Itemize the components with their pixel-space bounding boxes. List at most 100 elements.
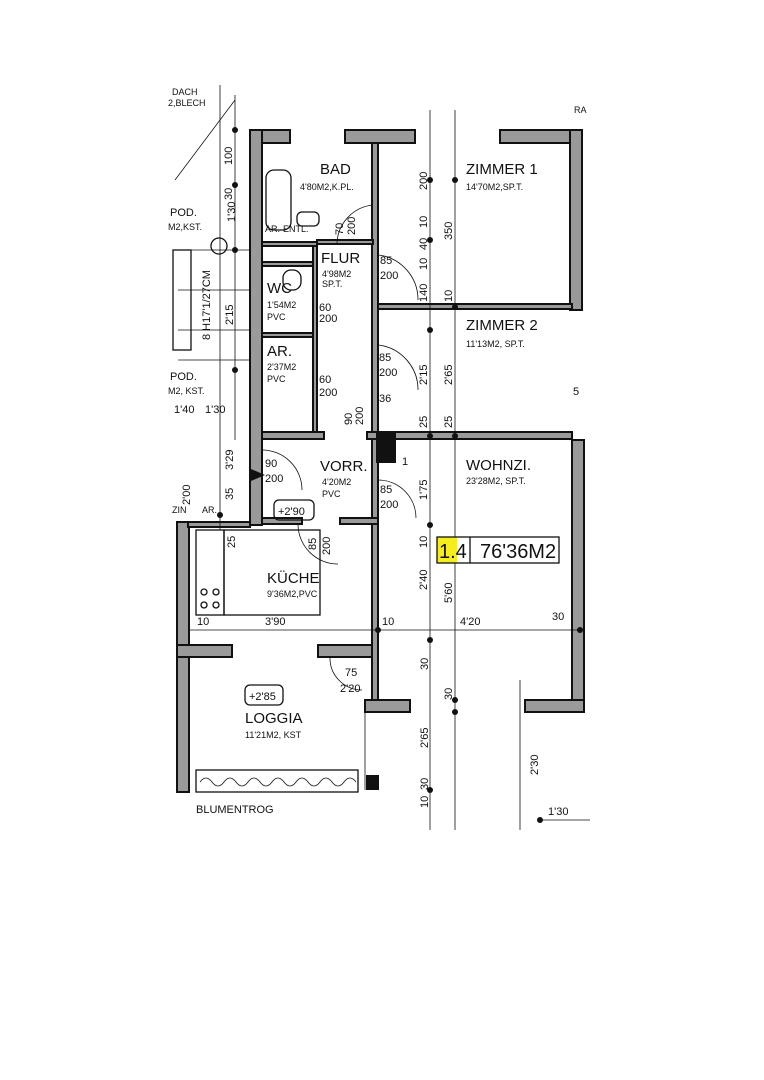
dimension-label: 10 — [418, 216, 430, 228]
dimension-label: 1 — [402, 456, 408, 468]
wall — [176, 644, 233, 658]
dimension-label: 35 — [224, 488, 236, 500]
dimension-label: 200 — [321, 537, 333, 555]
dimension-label: 1'30 — [548, 806, 568, 818]
label-stair: 8 H17'1/27CM — [201, 270, 213, 340]
wall — [316, 239, 374, 245]
entrance-arrow-icon — [251, 469, 265, 481]
dimension-label: 3'90 — [265, 616, 285, 628]
room-floor-ar: PVC — [267, 374, 286, 384]
wall — [261, 431, 325, 440]
dimension-label: 2'30 — [529, 755, 541, 775]
dimension-label: 140 — [418, 284, 430, 302]
room-name-zimmer1: ZIMMER 1 — [466, 161, 538, 178]
dimension-label: 3'29 — [224, 450, 236, 470]
kitchen-area — [223, 529, 321, 616]
dimension-label: 10 — [382, 616, 394, 628]
kitchen-counter — [195, 529, 225, 616]
wall — [371, 142, 379, 701]
room-area-ar: 2'37M2 — [267, 362, 296, 372]
room-floor-wc: PVC — [267, 312, 286, 322]
dimension-label: 10 — [418, 258, 430, 270]
dimension-label: 200 — [319, 313, 337, 325]
label-pod2: POD. — [170, 371, 197, 383]
wall — [339, 517, 379, 525]
dimension-label: 2'00 — [181, 485, 193, 505]
dimension-label: 100 — [223, 147, 235, 165]
planter — [195, 769, 359, 793]
dimension-label: 2'65 — [419, 728, 431, 748]
wall — [261, 332, 318, 338]
dimension-label: 85 — [379, 352, 391, 364]
dimension-label: 30 — [552, 611, 564, 623]
wall — [187, 521, 251, 528]
dimension-label: 2'15 — [224, 305, 236, 325]
label-ar-small: AR. — [202, 505, 217, 515]
dimension-label: 200 — [379, 367, 397, 379]
unit-total-area: 76'36M2 — [480, 541, 556, 563]
wall — [261, 241, 318, 247]
dimension-label: 200 — [380, 270, 398, 282]
dimension-label: 60 — [319, 374, 331, 386]
dimension-label: 2'20 — [340, 683, 360, 695]
dimension-label: 1'30 — [226, 202, 238, 222]
dimension-label: 5 — [573, 386, 579, 398]
label-pod1-sub: M2,KST. — [168, 222, 202, 232]
column — [366, 775, 379, 790]
room-name-flur: FLUR — [321, 250, 360, 267]
label-blumentrog: BLUMENTROG — [196, 804, 274, 816]
room-name-wohnzi: WOHNZI. — [466, 457, 531, 474]
sink — [296, 211, 320, 227]
wall — [261, 261, 318, 267]
room-area-zimmer2: 11'13M2, SP.T. — [466, 339, 525, 349]
room-labels: BAD 4'80M2,K.PL. ZIMMER 1 14'70M2,SP.T. … — [245, 161, 538, 740]
room-name-wc: WC — [267, 280, 292, 297]
room-area-wohnzi: 23'28M2, SP.T. — [466, 476, 526, 486]
dimension-lines — [172, 85, 590, 830]
room-area-flur: 4'98M2 — [322, 269, 351, 279]
dimension-label: 200 — [346, 217, 358, 235]
dimension-label: 25 — [443, 416, 455, 428]
dimension-label: 30 — [223, 188, 235, 200]
dimension-label: 200 — [319, 387, 337, 399]
dimension-label: 90 — [343, 413, 355, 425]
room-area-bad: 4'80M2,K.PL. — [300, 182, 354, 192]
chimney — [376, 433, 396, 463]
dimension-label: 40 — [418, 238, 430, 250]
room-area-loggia: 11'21M2, KST — [245, 730, 302, 740]
dimension-label: 70 — [334, 223, 346, 235]
dimension-label: 30 — [443, 688, 455, 700]
label-zin: ZIN — [172, 505, 187, 515]
room-area-kueche: 9'36M2,PVC — [267, 589, 318, 599]
dimension-label: 75 — [345, 667, 357, 679]
dimension-label: 2'15 — [418, 365, 430, 385]
room-name-kueche: KÜCHE — [267, 569, 320, 587]
wall — [524, 699, 585, 713]
room-area-zimmer1: 14'70M2,SP.T. — [466, 182, 523, 192]
label-ra: RA — [574, 105, 587, 115]
wall — [364, 699, 411, 713]
room-name-vorr: VORR. — [320, 458, 368, 475]
fixtures — [195, 169, 359, 793]
label-entl: ENTL. — [283, 224, 309, 234]
misc-labels: BLUMENTROG AR. ENTL. 8 H17'1/27CM POD. M… — [168, 87, 587, 816]
dimension-label: 85 — [380, 255, 392, 267]
dimension-label: 60 — [319, 302, 331, 314]
dimension-label: 2'65 — [443, 365, 455, 385]
dimension-label: 25 — [226, 536, 238, 548]
dimension-label: 200 — [354, 407, 366, 425]
unit-number-highlight — [437, 537, 457, 563]
room-floor-flur: SP.T. — [322, 279, 342, 289]
unit-number: 1.4 — [439, 541, 467, 563]
dimension-label: 200 — [380, 499, 398, 511]
level-entry: +2'90 — [278, 506, 305, 518]
room-area-wc: 1'54M2 — [267, 300, 296, 310]
room-name-zimmer2: ZIMMER 2 — [466, 317, 538, 334]
dimension-label: 30 — [419, 658, 431, 670]
dimension-label: 85 — [380, 484, 392, 496]
unit-box: 1.4 76'36M2 — [436, 536, 560, 564]
dimension-label: 200 — [265, 473, 283, 485]
dimension-label: 4'20 — [460, 616, 480, 628]
wall — [571, 439, 585, 713]
